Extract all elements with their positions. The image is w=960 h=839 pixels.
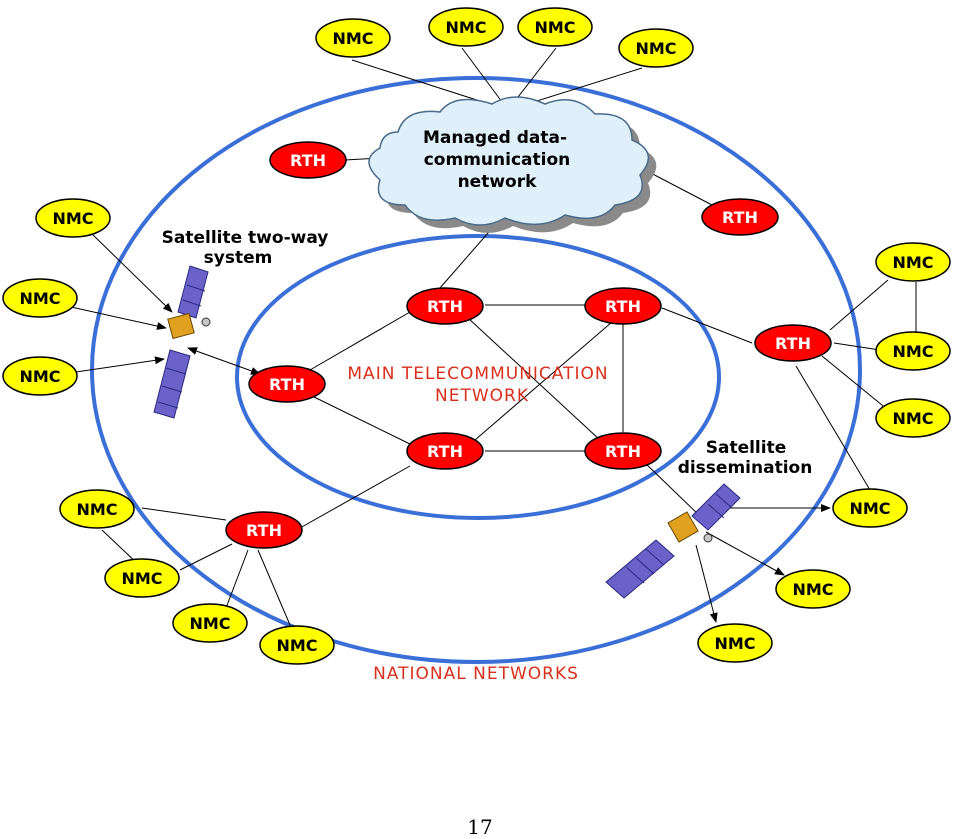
svg-text:NMC: NMC (892, 409, 933, 428)
cloud-label-line2: communication (424, 150, 571, 170)
svg-text:NMC: NMC (792, 580, 833, 599)
svg-text:RTH: RTH (775, 334, 811, 353)
satellite-two-way-label-line2: system (204, 248, 273, 268)
svg-text:NMC: NMC (52, 209, 93, 228)
rth-node: RTH (584, 287, 662, 325)
svg-text:RTH: RTH (427, 297, 463, 316)
cloud-label-line3: network (458, 172, 538, 192)
rth-node: RTH (225, 511, 303, 549)
svg-text:NMC: NMC (332, 29, 373, 48)
svg-text:NMC: NMC (276, 636, 317, 655)
svg-text:NMC: NMC (189, 614, 230, 633)
rth-node: RTH (269, 141, 347, 179)
svg-text:NMC: NMC (19, 289, 60, 308)
nmc-node: NMC (259, 625, 335, 665)
rth-node: RTH (248, 365, 326, 403)
svg-text:NMC: NMC (714, 634, 755, 653)
nmc-node: NMC (875, 331, 951, 371)
svg-text:RTH: RTH (290, 151, 326, 170)
nmc-node: NMC (697, 623, 773, 663)
svg-text:RTH: RTH (246, 521, 282, 540)
svg-text:NMC: NMC (892, 342, 933, 361)
main-network-ring (235, 234, 721, 520)
svg-text:NMC: NMC (635, 39, 676, 58)
satellite-dissemination-label-line1: Satellite (706, 438, 787, 458)
rth-node: RTH (701, 198, 779, 236)
nmc-node: NMC (104, 558, 180, 598)
svg-text:RTH: RTH (269, 375, 305, 394)
svg-text:RTH: RTH (605, 442, 641, 461)
satellite-dissemination-icon (605, 483, 741, 599)
rth-node: RTH (406, 287, 484, 325)
rth-node: RTH (584, 432, 662, 470)
page-number: 17 (467, 815, 493, 839)
nmc-node: NMC (428, 7, 504, 47)
rth-node: RTH (754, 324, 832, 362)
svg-text:RTH: RTH (722, 208, 758, 227)
cloud-label-line1: Managed data- (423, 128, 567, 148)
svg-text:NMC: NMC (892, 253, 933, 272)
satellite-two-way-label-line1: Satellite two-way (162, 228, 329, 248)
nmc-node: NMC (517, 7, 593, 47)
svg-text:RTH: RTH (605, 297, 641, 316)
satellite-links (61, 231, 831, 623)
main-network-label-line1: MAIN TELECOMMUNICATION (347, 364, 608, 384)
nmc-node: NMC (875, 398, 951, 438)
nmc-node: NMC (315, 18, 391, 58)
svg-text:RTH: RTH (427, 442, 463, 461)
nmc-node: NMC (775, 569, 851, 609)
nmc-node: NMC (35, 198, 111, 238)
svg-text:NMC: NMC (76, 500, 117, 519)
nmc-node: NMC (172, 603, 248, 643)
svg-text:NMC: NMC (849, 499, 890, 518)
svg-text:NMC: NMC (534, 18, 575, 37)
svg-text:NMC: NMC (445, 18, 486, 37)
nmc-node: NMC (59, 489, 135, 529)
nmc-node: NMC (2, 356, 78, 396)
nmc-node: NMC (832, 488, 908, 528)
satellite-dissemination-label-line2: dissemination (678, 458, 813, 478)
svg-text:NMC: NMC (19, 367, 60, 386)
nmc-node: NMC (2, 278, 78, 318)
svg-text:NMC: NMC (121, 569, 162, 588)
national-networks-label: NATIONAL NETWORKS (373, 664, 579, 684)
nmc-node: NMC (618, 28, 694, 68)
nmc-node: NMC (875, 242, 951, 282)
managed-network-cloud (368, 96, 657, 233)
rth-node: RTH (406, 432, 484, 470)
satellite-two-way-icon (153, 265, 211, 419)
main-network-label-line2: NETWORK (435, 386, 529, 406)
